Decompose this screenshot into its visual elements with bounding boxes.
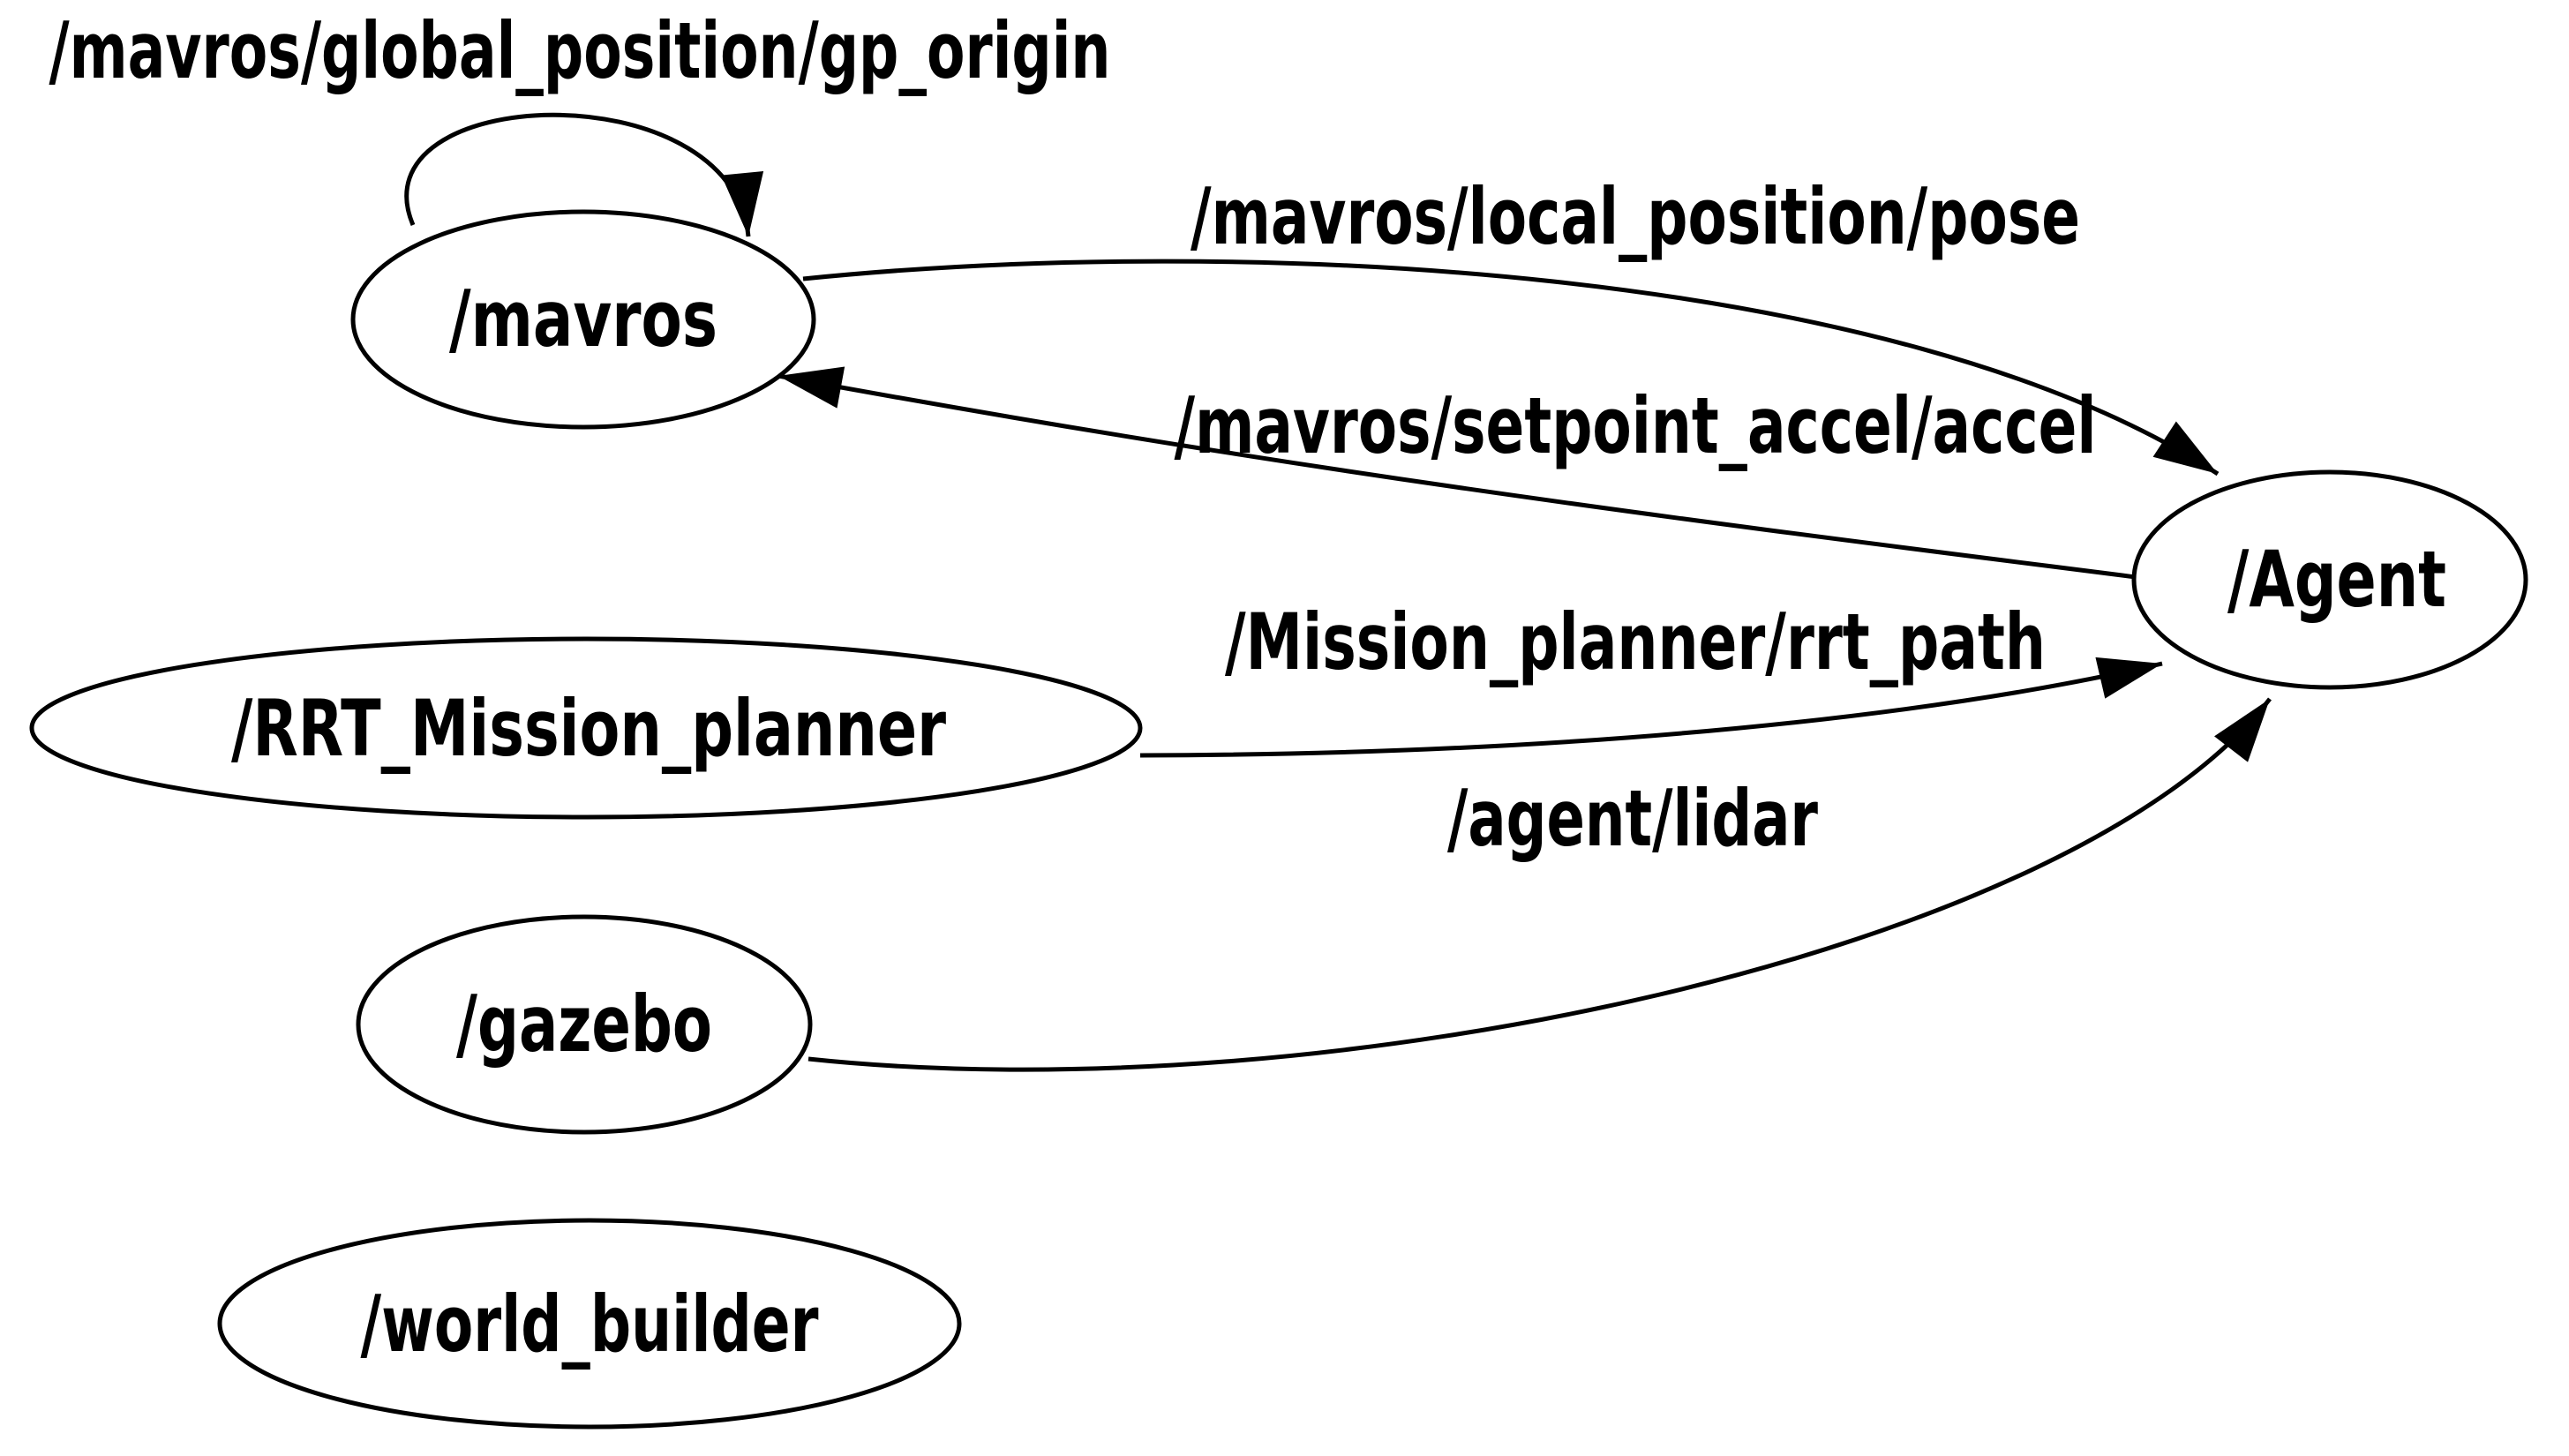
node-ellipse-rrt-mission-planner: [29, 636, 1143, 820]
edge-label-mission-planner-rrt-path: /Mission_planner/rrt_path: [1225, 597, 2046, 687]
edge-mission-planner-rrt-path: [1139, 657, 2163, 758]
node-ellipse-mavros: [350, 209, 816, 430]
edge-label-setpoint-accel: /mavros/setpoint_accel/accel: [1175, 380, 2097, 471]
edge-label-gp-origin-self-loop: /mavros/global_position/gp_origin: [49, 5, 1111, 96]
node-ellipse-gazebo: [356, 914, 813, 1135]
node-ellipse-agent: [2131, 469, 2528, 690]
edge-label-local-position-pose: /mavros/local_position/pose: [1191, 171, 2080, 262]
edge-gp-origin-self-loop: [404, 112, 763, 237]
node-label-agent: /Agent: [2227, 534, 2446, 625]
node-label-mavros: /mavros: [449, 274, 717, 364]
edge-setpoint-accel: [777, 366, 2137, 580]
node-label-gazebo: /gazebo: [456, 979, 712, 1069]
node-ellipse-world-builder: [217, 1218, 962, 1430]
node-label-rrt-mission-planner: /RRT_Mission_planner: [231, 683, 946, 774]
edge-agent-lidar: [808, 697, 2272, 1072]
edge-labels-layer: /mavros/global_position/gp_origin/mavros…: [49, 5, 2097, 864]
node-label-world-builder: /world_builder: [361, 1279, 819, 1370]
edge-local-position-pose: [802, 259, 2220, 477]
edges-layer: [404, 112, 2272, 1072]
edge-label-agent-lidar: /agent/lidar: [1447, 773, 1818, 864]
nodes-layer: /mavros/Agent/RRT_Mission_planner/gazebo…: [29, 209, 2528, 1430]
